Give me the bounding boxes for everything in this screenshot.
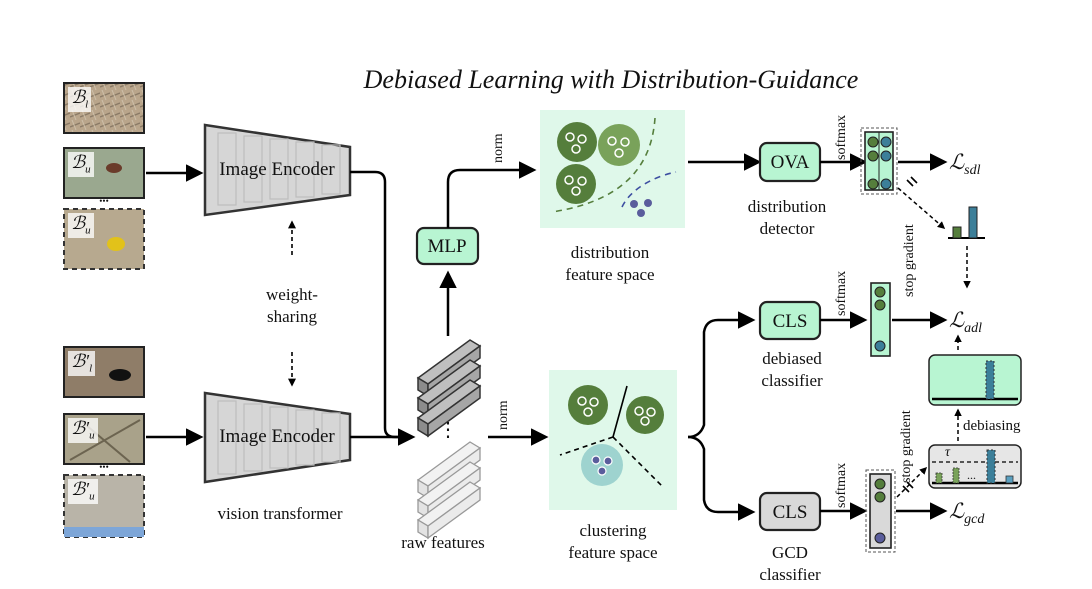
batch-prime: ′ [85, 418, 90, 438]
mlp-label: MLP [427, 236, 467, 257]
loss-sub: adl [964, 321, 983, 337]
loss-sub: gcd [964, 512, 985, 528]
arrow-mlp-to-distribution [446, 161, 537, 228]
arrow-to-cls-gcd [687, 435, 756, 521]
batch-label-u: ℬu [68, 152, 94, 177]
stop-gradient-arrow-ova [897, 187, 946, 229]
distribution-feature-space [540, 110, 685, 228]
stop-gradient-mark-gcd [902, 481, 914, 493]
debiased-distribution-box [928, 354, 1022, 406]
stop-gradient-label-bottom: stop gradient [899, 410, 914, 483]
loss-gcd: ℒgcd [949, 501, 984, 527]
batch-unlabeled-prime-thumb [63, 413, 145, 465]
loss-symbol: ℒ [949, 499, 965, 523]
image-encoder-bottom [203, 391, 352, 484]
vision-transformer-label: vision transformer [217, 504, 343, 523]
stop-gradient-mark-ova [906, 176, 918, 187]
batch-sub: u [89, 490, 95, 503]
loss-symbol: ℒ [949, 150, 965, 174]
weight-sharing-label: weight- sharing [266, 285, 318, 327]
cls-gcd-caption: GCD classifier [759, 543, 821, 585]
batch-sub: u [85, 224, 91, 237]
norm-label-top: norm [491, 133, 506, 163]
raw-feature-bars-dark [416, 339, 482, 438]
batch-sub: l [85, 98, 89, 111]
batch-symbol: ℬ [71, 479, 86, 499]
batch-prime: ′ [85, 479, 90, 499]
batch-sub: u [85, 163, 91, 176]
arrow-encoder-top-to-features [350, 170, 416, 446]
batch-symbol: ℬ [71, 418, 86, 438]
batch-sub: u [89, 429, 95, 442]
loss-sdl: ℒsdl [949, 152, 980, 178]
debiased-output-vector [870, 282, 891, 357]
batch-label-l-prime: ℬ′l [68, 351, 96, 376]
batch-symbol: ℬ [71, 87, 86, 107]
encoder-bottom-label: Image Encoder [219, 426, 335, 447]
softmax-label-ova: softmax [834, 114, 849, 160]
stop-gradient-label-top: stop gradient [902, 224, 917, 297]
distribution-space-label: distribution feature space [565, 243, 655, 285]
softmax-label-gcd: softmax [834, 462, 849, 508]
norm-label-bottom: norm [496, 400, 511, 430]
cls-debiased-caption: debiased classifier [761, 349, 823, 391]
arrow-to-cls-debiased [687, 311, 756, 439]
batch-symbol: ℬ [71, 213, 86, 233]
raw-feature-bars-light [416, 441, 482, 540]
distribution-histogram [948, 206, 985, 239]
batch-ellipsis-top: ••• [99, 196, 109, 206]
encoder-top-label: Image Encoder [219, 159, 335, 180]
loss-symbol: ℒ [949, 308, 965, 332]
batch-symbol: ℬ [71, 351, 86, 371]
cls-debiased-label: CLS [772, 311, 808, 332]
bins-ellipsis: ... [967, 468, 976, 482]
loss-sub: sdl [964, 163, 981, 179]
clustering-feature-space [549, 370, 677, 510]
ova-output-vector [860, 127, 898, 195]
gcd-output-vector [865, 469, 896, 553]
debiasing-label: debiasing [963, 418, 1021, 434]
batch-label-u-prime-2: ℬ′u [68, 479, 98, 504]
batch-label-l: ℬl [68, 87, 92, 112]
batch-prime: ′ [85, 351, 90, 371]
diagram-title: Debiased Learning with Distribution-Guid… [363, 65, 859, 94]
batch-label-u-2: ℬu [68, 213, 94, 238]
softmax-label-debiased: softmax [834, 270, 849, 316]
image-encoder-top [203, 123, 352, 217]
batch-ellipsis-bottom: ••• [99, 462, 109, 472]
batch-sub: l [89, 362, 93, 375]
batch-unlabeled-thumb-2 [63, 208, 145, 270]
raw-features-label: raw features [401, 533, 485, 552]
tau-label: τ [945, 445, 951, 460]
ova-label: OVA [770, 152, 810, 173]
batch-symbol: ℬ [71, 152, 86, 172]
raw-features-ellipsis: ⋮ [438, 419, 458, 441]
ova-caption: distribution detector [747, 197, 827, 239]
clustering-space-label: clustering feature space [568, 521, 658, 563]
batch-label-u-prime: ℬ′u [68, 418, 98, 443]
cls-gcd-label: CLS [772, 502, 808, 523]
loss-adl: ℒadl [949, 310, 982, 336]
biased-distribution-box [928, 444, 1022, 489]
